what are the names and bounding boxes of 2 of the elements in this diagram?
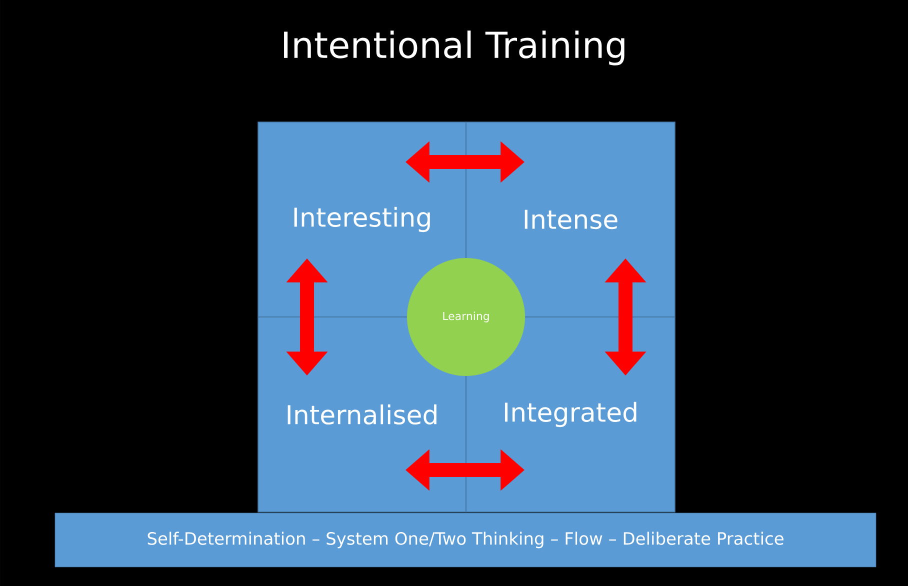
title: Intentional Training	[284, 30, 624, 66]
foundation-band: Self-Determination – System One/Two Thinking – Flow – Deliberate Practice	[54, 512, 876, 568]
